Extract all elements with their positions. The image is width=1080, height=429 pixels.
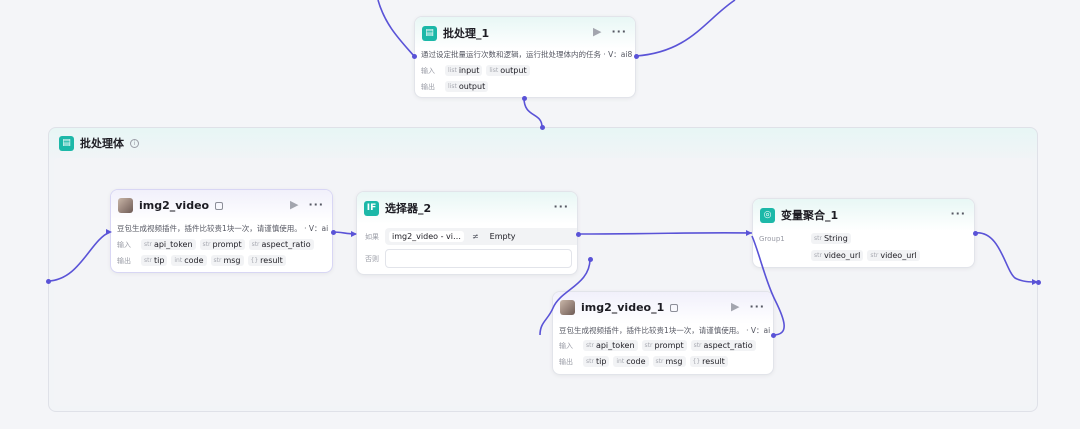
param-tag: {}result xyxy=(247,255,286,266)
edge-top-right xyxy=(635,0,736,57)
else-label: 否则 xyxy=(365,255,379,263)
port[interactable] xyxy=(522,96,527,101)
port[interactable] xyxy=(331,230,336,235)
batch-node[interactable]: ▤ 批处理_1 ▶ ··· 通过设定批量运行次数和逻辑，运行批处理体内的任务 ·… xyxy=(414,16,636,98)
more-icon[interactable]: ··· xyxy=(950,207,966,220)
condition-left: img2_video - vi… xyxy=(389,231,464,242)
port[interactable] xyxy=(634,54,639,59)
batch-node-title: 批处理_1 xyxy=(443,27,490,40)
node-description: 豆包生成视频插件，插件比较贵1块一次，请谨慎使用。 · V：ai… xyxy=(559,326,771,335)
node-header xyxy=(357,192,577,224)
port[interactable] xyxy=(412,54,417,59)
edge-top-left xyxy=(377,0,415,57)
node-title: img2_video xyxy=(139,199,210,212)
if-label: 如果 xyxy=(365,233,379,241)
img2-video-node[interactable]: img2_video ▶ ··· 豆包生成视频插件，插件比较贵1块一次，请谨慎使… xyxy=(110,189,333,273)
batch-body-title: 批处理体 xyxy=(80,137,124,150)
node-description: 豆包生成视频插件，插件比较贵1块一次，请谨慎使用。 · V：ai… xyxy=(117,224,329,233)
batch-node-header xyxy=(415,17,635,49)
aggregate-icon: ◎ xyxy=(760,207,775,223)
node-title: 变量聚合_1 xyxy=(781,209,839,222)
condition-box[interactable]: img2_video - vi… ≠ Empty xyxy=(385,228,577,245)
port[interactable] xyxy=(540,125,545,130)
info-icon[interactable]: i xyxy=(130,138,139,148)
port[interactable] xyxy=(973,231,978,236)
condition-operator: ≠ xyxy=(471,232,479,241)
node-header xyxy=(753,199,974,231)
run-icon[interactable]: ▶ xyxy=(730,300,740,313)
port[interactable] xyxy=(588,257,593,262)
batch-description: 通过设定批量运行次数和逻辑，运行批处理体内的任务 · V：ai8… xyxy=(421,50,633,59)
else-box[interactable] xyxy=(385,249,572,268)
port[interactable] xyxy=(1036,280,1041,285)
port[interactable] xyxy=(576,232,581,237)
selector-node[interactable]: IF 选择器_2 ··· 如果 img2_video - vi… ≠ Empty… xyxy=(356,191,578,275)
node-header xyxy=(111,190,332,222)
node-title: img2_video_1 xyxy=(581,301,665,314)
run-icon[interactable]: ▶ xyxy=(289,198,299,211)
run-icon[interactable]: ▶ xyxy=(592,25,602,38)
plugin-avatar-icon xyxy=(118,198,133,213)
img2-video-1-node[interactable]: img2_video_1 ▶ ··· 豆包生成视频插件，插件比较贵1块一次，请谨… xyxy=(552,291,774,375)
batch-icon: ▤ xyxy=(422,25,437,41)
more-icon[interactable]: ··· xyxy=(308,198,324,211)
condition-right: Empty xyxy=(486,231,519,242)
more-icon[interactable]: ··· xyxy=(749,300,765,313)
condition-icon: IF xyxy=(364,200,379,216)
plugin-badge-icon xyxy=(215,201,224,210)
more-icon[interactable]: ··· xyxy=(553,200,569,213)
port[interactable] xyxy=(771,333,776,338)
port[interactable] xyxy=(46,279,51,284)
node-title: 选择器_2 xyxy=(385,202,432,215)
more-icon[interactable]: ··· xyxy=(611,25,627,38)
plugin-badge-icon xyxy=(670,303,679,312)
batch-body-icon: ▤ xyxy=(59,135,74,151)
plugin-avatar-icon xyxy=(560,300,575,315)
edge-batch-to-body xyxy=(523,97,543,128)
param-tag: {}result xyxy=(689,356,728,367)
